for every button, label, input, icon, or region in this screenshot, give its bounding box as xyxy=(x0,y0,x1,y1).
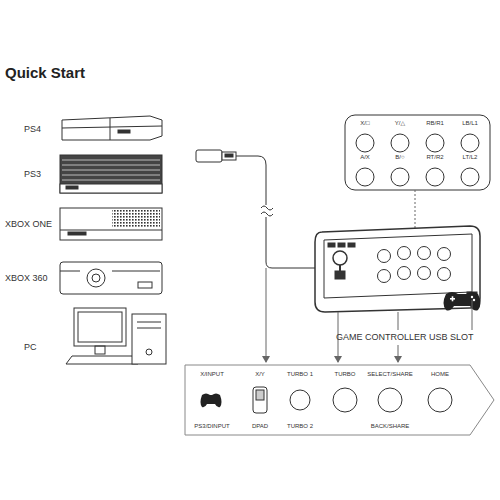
function-label: X/INPUT xyxy=(200,371,224,377)
console-name: PS3 xyxy=(24,169,41,179)
ps4-console xyxy=(62,116,162,140)
console-name: XBOX 360 xyxy=(5,273,48,283)
arrowhead xyxy=(262,356,270,363)
pc-computer xyxy=(66,308,166,364)
button-label: Y/△ xyxy=(395,120,405,126)
arrowhead xyxy=(334,356,342,363)
button-label: A/X xyxy=(360,154,370,160)
function-label: TURBO 1 xyxy=(287,371,313,377)
function-label: X/Y xyxy=(255,371,265,377)
function-label: TURBO 2 xyxy=(287,423,313,429)
xbox-360-console xyxy=(60,262,162,294)
port-label: GAME CONTROLLER USB SLOT xyxy=(336,332,474,342)
function-panel xyxy=(185,365,494,435)
console-name: PC xyxy=(24,342,37,352)
leader-line xyxy=(415,190,416,230)
button-label: RB/R1 xyxy=(426,120,444,126)
button-label: LB/L1 xyxy=(462,120,478,126)
function-label: DPAD xyxy=(252,423,268,429)
function-label: PS3/DINPUT xyxy=(194,423,229,429)
gamepad-icon xyxy=(444,292,481,311)
console-name: XBOX ONE xyxy=(5,219,52,229)
xbox-one-console xyxy=(60,208,162,240)
function-label: HOME xyxy=(431,371,449,377)
leader-line xyxy=(472,300,473,330)
console-name: PS4 xyxy=(24,124,41,134)
function-label: BACK/SHARE xyxy=(371,423,410,429)
function-label: TURBO xyxy=(335,371,356,377)
page-title: Quick Start xyxy=(5,64,85,81)
function-panel-box: X/INPUT PS3/DINPUT X/Y DPAD TURBO 1 TURBO 2 TU… xyxy=(185,365,495,435)
leader-line xyxy=(266,268,267,362)
leader-line xyxy=(398,312,399,330)
button-label: RT/R2 xyxy=(426,154,443,160)
function-label: SELECT/SHARE xyxy=(367,371,413,377)
button-label: B/○ xyxy=(395,154,404,160)
ps3-console xyxy=(60,155,162,193)
button-layout-box: X/□ Y/△ RB/R1 LB/L1A/X B/○ RT/R2 LT/L2 xyxy=(345,115,490,190)
usb-cable xyxy=(196,150,318,268)
fight-stick xyxy=(315,226,480,312)
button-layout-panel xyxy=(345,115,490,190)
button-label: X/□ xyxy=(360,120,369,126)
button-label: LT/L2 xyxy=(463,154,478,160)
arrowhead xyxy=(394,356,402,363)
